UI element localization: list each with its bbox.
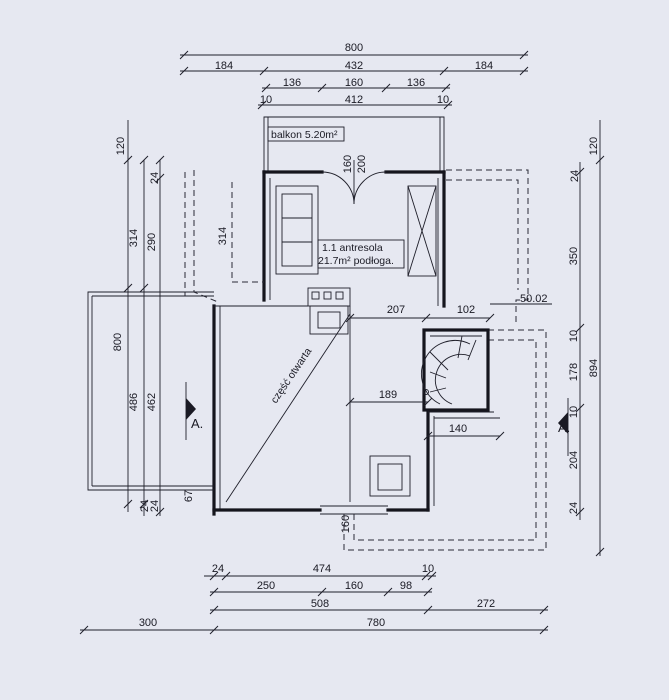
dim-bot-24: 24 [212,563,224,575]
section-left-label: A. [191,416,203,431]
dim-inner-207: 207 [387,304,405,316]
dim-right-120: 120 [588,137,600,155]
upper-room: 160 200 1.1 antresola 21.7m² podłoga. [262,155,446,308]
open-area: część otwarta [212,287,435,516]
dim-left-462: 462 [146,393,158,411]
dim-left-314b: 314 [217,227,229,245]
roof-outline [184,169,547,551]
dim-bot-508: 508 [311,598,329,610]
dim-right-894: 894 [588,359,600,377]
dim-door-width: 160 [342,155,354,173]
dim-bot-474: 474 [313,563,331,575]
dim-bot-300: 300 [139,617,157,629]
dim-bot-98: 98 [400,580,412,592]
dim-inner-140: 140 [449,423,467,435]
dim-inner-189: 189 [379,389,397,401]
room-label-line2: 21.7m² podłoga. [318,255,394,267]
left-dimensions: 120 24 314 290 314 800 486 462 24 24 67 [112,120,229,517]
left-annex [87,291,214,491]
balcony-label: balkon 5.20m² [271,129,338,141]
dim-bot-160: 160 [345,580,363,592]
dim-row4-mid: 412 [345,94,363,106]
dim-row3-right: 136 [407,77,425,89]
dim-bot-272: 272 [477,598,495,610]
room-label-line1: 1.1 antresola [322,242,383,254]
section-right-label: A. [558,420,570,435]
staircase [421,328,500,419]
dim-bot-780: 780 [367,617,385,629]
bottom-dimensions: 24 474 10 250 160 98 508 272 300 780 [79,563,549,635]
dim-inner-102: 102 [457,304,475,316]
right-dimensions: 120 24 350 10 178 894 10 204 24 [568,120,605,557]
dim-bot-250: 250 [257,580,275,592]
dim-top-total: 800 [345,42,363,54]
dim-right-10a: 10 [568,330,580,342]
dim-left-67: 67 [183,490,195,502]
dim-bot-10: 10 [422,563,434,575]
balcony: balkon 5.20m² [263,116,445,172]
dim-right-204: 204 [568,451,580,469]
dim-inner-5002: 50.02 [520,293,548,305]
dim-top-mid: 432 [345,60,363,72]
dim-top-left: 184 [215,60,233,72]
dim-right-24b: 24 [568,502,580,514]
dim-right-24: 24 [569,170,581,182]
dim-right-178: 178 [568,363,580,381]
dim-row4-left: 10 [260,94,272,106]
dim-left-314a: 314 [128,229,140,247]
open-part-label: część otwarta [269,346,315,406]
dim-row3-mid: 160 [345,77,363,89]
section-markers: A. A. [185,382,570,456]
dim-top-right: 184 [475,60,493,72]
dim-left-486: 486 [128,393,140,411]
dim-right-350: 350 [568,247,580,265]
dim-door-height: 200 [356,155,368,173]
dim-left-24: 24 [149,172,161,184]
dim-left-290: 290 [146,233,158,251]
dim-right-10b: 10 [568,406,580,418]
inner-dimensions: 207 102 50.02 189 140 160 [340,293,552,533]
dim-row4-right: 10 [437,94,449,106]
dim-left-24b: 24 [139,500,151,512]
dim-inner-160: 160 [340,515,352,533]
dim-left-800: 800 [112,333,124,351]
top-dimensions: 800 184 432 184 136 160 136 10 412 10 [179,42,529,110]
dim-left-120: 120 [115,137,127,155]
dim-left-24c: 24 [149,500,161,512]
dim-row3-left: 136 [283,77,301,89]
